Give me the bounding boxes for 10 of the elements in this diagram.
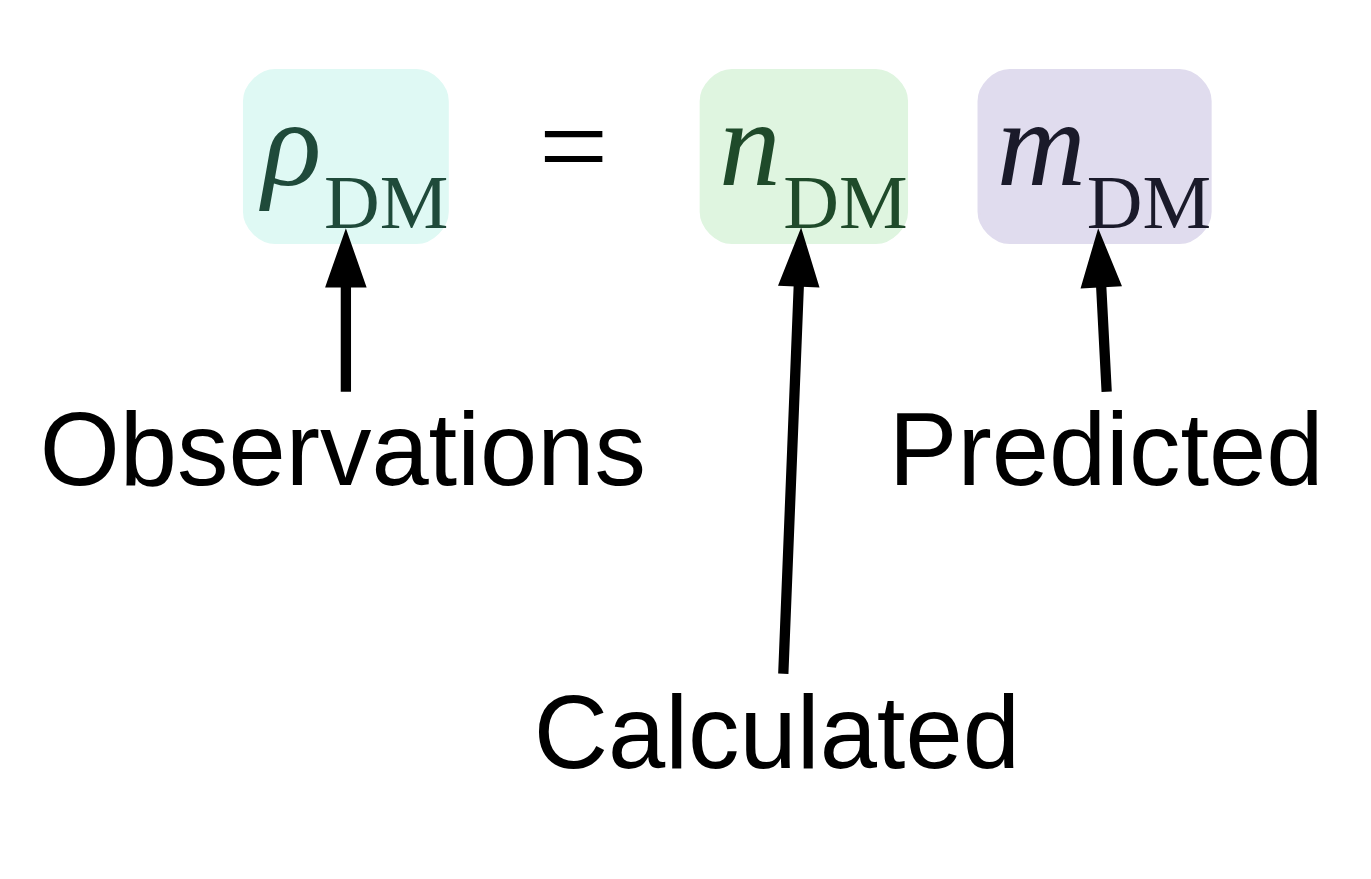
node-box: m$_{DM}$ <box>977 69 1212 244</box>
node-box: n$_{DM}$ <box>699 69 909 244</box>
node-text: Predicted <box>888 391 1324 507</box>
label: = <box>538 77 609 215</box>
arrow <box>325 228 367 392</box>
node-text: Observations <box>39 391 646 507</box>
arrow <box>778 227 820 674</box>
node-box: ρ$_{DM}$ <box>242 69 449 244</box>
arrow <box>1080 228 1122 392</box>
node-text: Calculated <box>533 674 1020 790</box>
